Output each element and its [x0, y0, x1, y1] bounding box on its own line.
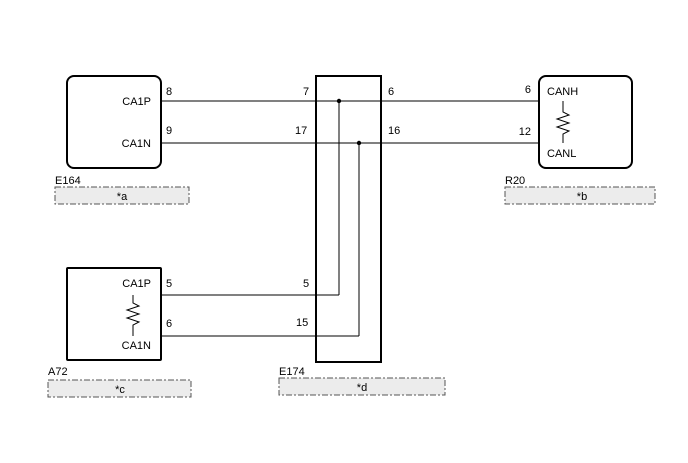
e174-label: *d	[357, 382, 367, 394]
e164-pin-top-name: CA1P	[122, 96, 151, 108]
a72-pin-top-num: 5	[166, 278, 172, 290]
e174-id: E174	[279, 366, 305, 378]
e174-pin-16: 16	[388, 125, 400, 137]
connector-e174-box	[315, 75, 382, 363]
e164-pin-top-num: 8	[166, 86, 172, 98]
e174-pin-5: 5	[303, 278, 309, 290]
r20-pin-top-name: CANH	[547, 86, 578, 98]
e164-label: *a	[117, 191, 128, 203]
connector-a72-box	[66, 267, 162, 361]
connector-r20-box	[538, 75, 633, 169]
r20-label-box	[504, 186, 656, 205]
a72-termination-resistor	[125, 295, 141, 336]
e164-id: E164	[55, 175, 81, 187]
r20-id: R20	[505, 175, 525, 187]
a72-pin-top-name: CA1P	[122, 278, 151, 290]
e174-pin-17: 17	[295, 125, 307, 137]
splice-point-ca1n	[356, 140, 362, 146]
e164-pin-bot-name: CA1N	[122, 138, 151, 150]
splice-point-ca1p	[336, 98, 342, 104]
e174-pin-6: 6	[388, 86, 394, 98]
e164-label-box	[54, 186, 190, 205]
connector-e164-box	[66, 75, 162, 169]
a72-pin-bot-name: CA1N	[122, 340, 151, 352]
r20-termination-resistor	[555, 101, 571, 143]
e174-label-box	[278, 377, 446, 396]
r20-pin-top-num: 6	[525, 84, 531, 96]
r20-pin-bot-name: CANL	[547, 148, 576, 160]
r20-label: *b	[577, 191, 587, 203]
e174-pin-15: 15	[296, 317, 308, 329]
e164-pin-bot-num: 9	[166, 125, 172, 137]
a72-id: A72	[48, 366, 68, 378]
r20-pin-bot-num: 12	[519, 126, 531, 138]
e174-pin-7: 7	[303, 86, 309, 98]
a72-label-box	[47, 379, 192, 398]
a72-pin-bot-num: 6	[166, 318, 172, 330]
a72-label: *c	[115, 384, 125, 396]
